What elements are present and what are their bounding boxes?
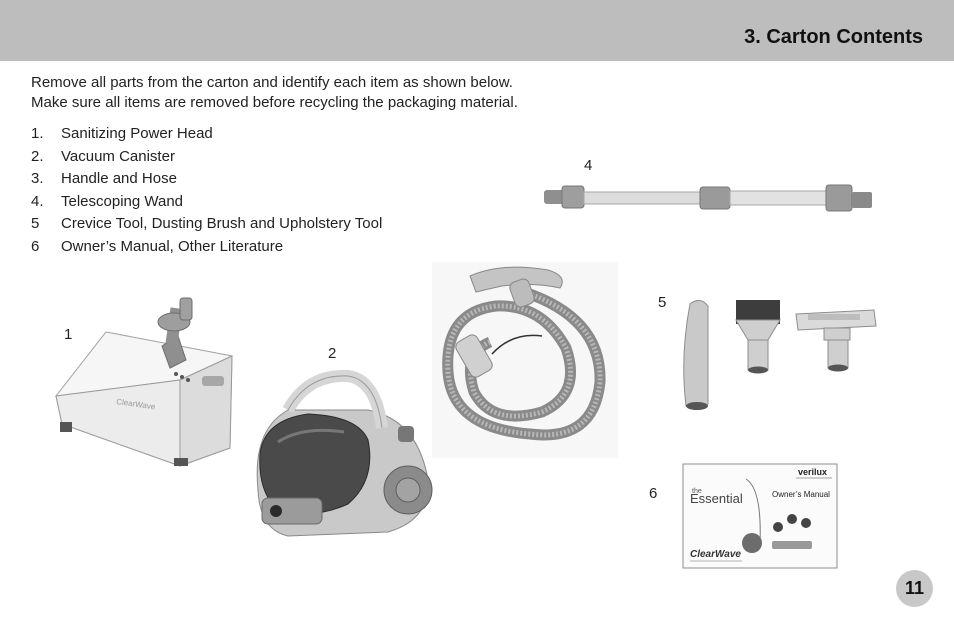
manual-brand: verilux: [798, 467, 827, 477]
manual-clearwave: ClearWave: [690, 549, 741, 560]
list-item-number: 5: [31, 215, 40, 232]
intro-line-2: Make sure all items are removed before r…: [31, 93, 518, 111]
page-header: 3. Carton Contents: [0, 0, 954, 61]
owners-manual-illustration: verilux the Essential Owner’s Manual Cle…: [682, 463, 838, 569]
page-number: 11: [896, 570, 933, 607]
list-item: 2. Vacuum Canister: [31, 147, 382, 170]
tools-illustration: [683, 300, 877, 410]
figure-label-5: 5: [658, 294, 667, 311]
list-item-label: Vacuum Canister: [61, 147, 175, 165]
canister-illustration: [256, 369, 433, 537]
hose-illustration: [432, 262, 618, 458]
manual-the: the: [692, 488, 702, 495]
manual-essential: Essential: [690, 491, 743, 506]
figure-label-1: 1: [64, 326, 73, 343]
intro-line-1: Remove all parts from the carton and ide…: [31, 74, 513, 91]
figure-label-6: 6: [649, 485, 658, 502]
list-item-number: 6: [31, 237, 40, 255]
contents-list: 1. Sanitizing Power Head 2. Vacuum Caniste…: [31, 124, 382, 259]
list-item-number: 2.: [31, 147, 44, 165]
list-item-label: Owner’s Manual, Other Literature: [61, 237, 284, 255]
figure-label-4: 4: [584, 157, 593, 174]
list-item-label: Crevice Tool, Dusting Brush and Upholste…: [61, 215, 383, 232]
list-item-number: 4.: [31, 192, 44, 210]
page-title: 3. Carton Contents: [744, 26, 923, 48]
list-item-label: Handle and Hose: [61, 170, 177, 187]
list-item: 4. Telescoping Wand: [31, 192, 382, 215]
list-item: 6 Owner’s Manual, Other Literature: [31, 237, 382, 260]
wand-illustration: [544, 184, 872, 212]
list-item: 5 Crevice Tool, Dusting Brush and Upholst…: [31, 214, 382, 237]
list-item-label: Sanitizing Power Head: [61, 125, 213, 142]
list-item-number: 1.: [31, 125, 44, 142]
figure-label-2: 2: [328, 345, 337, 362]
list-item-label: Telescoping Wand: [61, 192, 184, 210]
list-item: 1. Sanitizing Power Head: [31, 124, 382, 147]
power-head-illustration: ClearWave: [54, 297, 234, 467]
manual-owners-manual: Owner’s Manual: [772, 490, 830, 499]
list-item: 3. Handle and Hose: [31, 169, 382, 192]
list-item-number: 3.: [31, 170, 44, 187]
intro-text: Remove all parts from the carton and ide…: [31, 73, 518, 112]
